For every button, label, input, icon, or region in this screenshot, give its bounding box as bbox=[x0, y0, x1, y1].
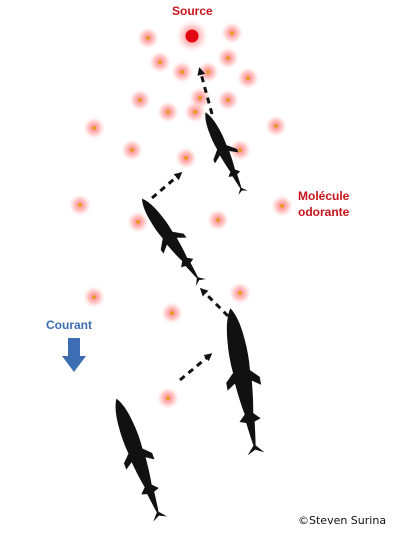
odor-molecule bbox=[229, 139, 251, 161]
odor-molecule bbox=[217, 47, 239, 69]
odor-molecule bbox=[175, 147, 197, 169]
odor-molecule bbox=[83, 117, 105, 139]
odor-molecule bbox=[161, 302, 183, 324]
movement-arrow-1 bbox=[179, 353, 213, 382]
odor-source bbox=[176, 20, 208, 52]
molecule-label: Molécule odorante bbox=[298, 189, 350, 219]
odor-molecules bbox=[69, 22, 293, 409]
odor-molecule bbox=[237, 67, 259, 89]
odor-molecule bbox=[221, 22, 243, 44]
current-label: Courant bbox=[46, 318, 92, 332]
odor-molecule bbox=[137, 27, 159, 49]
odor-molecule bbox=[229, 282, 251, 304]
odor-molecule bbox=[83, 286, 105, 308]
odor-molecule bbox=[217, 89, 239, 111]
odor-molecule bbox=[69, 194, 91, 216]
odor-molecule bbox=[207, 209, 229, 231]
shark-silhouette bbox=[213, 304, 273, 457]
down-arrow-icon bbox=[62, 338, 86, 372]
odor-molecule bbox=[129, 89, 151, 111]
odor-molecule bbox=[127, 211, 149, 233]
shark-silhouette bbox=[129, 189, 213, 291]
odor-molecule bbox=[121, 139, 143, 161]
movement-arrows bbox=[151, 67, 230, 382]
source-label: Source bbox=[172, 4, 213, 18]
movement-arrow-2 bbox=[199, 287, 230, 318]
odor-molecule bbox=[197, 61, 219, 83]
odor-molecule bbox=[184, 101, 206, 123]
odor-molecule bbox=[171, 61, 193, 83]
odor-molecule bbox=[157, 387, 179, 409]
odor-molecule bbox=[157, 101, 179, 123]
odor-molecule bbox=[271, 195, 293, 217]
odor-molecule bbox=[149, 51, 171, 73]
shark-silhouette bbox=[101, 391, 175, 525]
odor-molecule bbox=[265, 115, 287, 137]
movement-arrow-4 bbox=[197, 67, 214, 115]
movement-arrow-3 bbox=[151, 172, 183, 200]
credit-label: ©Steven Surina bbox=[298, 514, 387, 527]
